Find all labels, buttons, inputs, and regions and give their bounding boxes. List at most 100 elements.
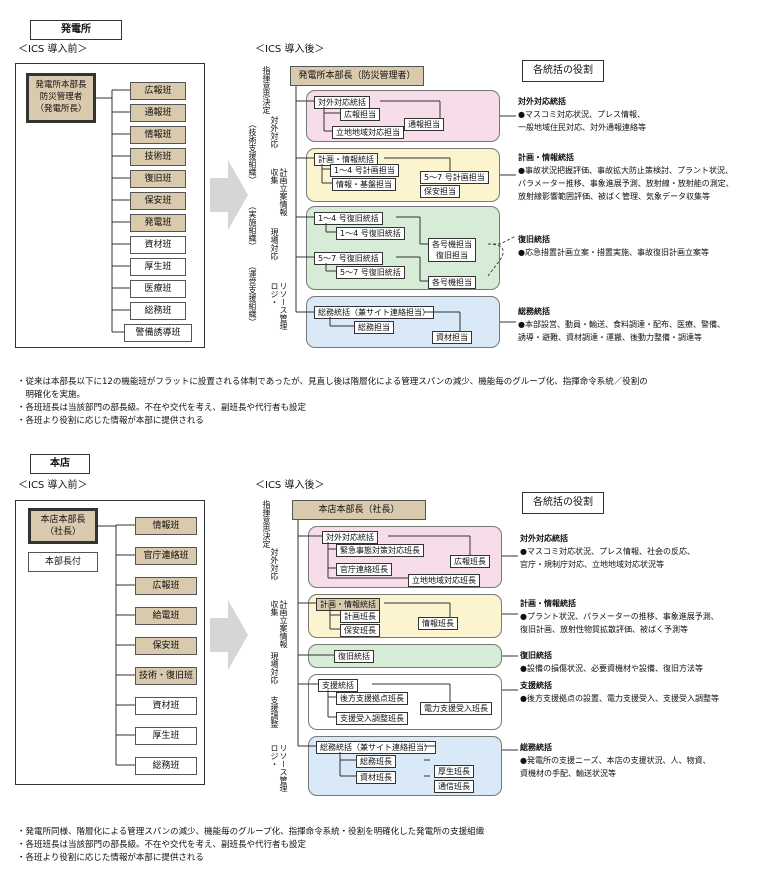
ho-label-support: 支援調整 — [270, 696, 279, 728]
role-title-ho: 各統括の役割 — [522, 492, 604, 514]
item-koho: 広報担当 — [340, 108, 380, 121]
ho-role-desc-field: ●設備の損傷状況、必要資機材や設備、復旧方法等 — [520, 664, 703, 673]
role-title-station: 各統括の役割 — [522, 60, 604, 82]
item-plan-57: 5～7 号計画担当 — [420, 171, 489, 184]
notes-station: ・従来は本部長以下に12の機能班がフラットに設置される体制であったが、見直し後は… — [17, 377, 648, 426]
label-external: 対外対応 — [270, 116, 279, 148]
ho-role-head-support: 支援統括 — [520, 681, 552, 690]
ho-item-kancho: 官庁連絡班長 — [336, 563, 392, 576]
team-hatsuden: 発電班 — [130, 214, 186, 232]
team-somu: 総務班 — [130, 302, 186, 320]
label-field: 現場対応 — [270, 228, 279, 260]
item-plan-14: 1～4 号計画担当 — [330, 164, 399, 177]
ho-item-denryoku: 電力支援受入班長 — [420, 702, 492, 715]
head-field-57: 5～7 号復旧統括 — [314, 252, 383, 265]
label-logistics: リソース管理ロジ・ — [270, 282, 288, 330]
ho-item-keikaku: 計画班長 — [340, 610, 380, 623]
role-desc-planning: ●事故状況把握評価、事故拡大防止策検討、プラント状況、 パラメーター推移、事象進… — [518, 166, 734, 201]
before-label: ＜ICS 導入前＞ — [18, 44, 88, 55]
team-keibi: 警備誘導班 — [124, 324, 192, 342]
notes-head-office: ・発電所同様、階層化による管理スパンの減少、機能毎のグループ化、指揮命令系統・役… — [17, 827, 485, 863]
ho-team-joho: 情報班 — [135, 517, 197, 535]
ho-role-desc-external: ●マスコミ対応状況、プレス情報、社会の反応、 官庁・規制庁対応、立地地域対応状況… — [520, 547, 695, 569]
ho-item-kosei: 厚生班長 — [434, 765, 474, 778]
label-tech: （技術支援組織） — [248, 120, 257, 184]
label-planning: 計画立案情報収集 — [270, 168, 288, 216]
ho-team-kancho: 官庁連絡班 — [135, 547, 197, 565]
transition-arrow — [210, 160, 248, 230]
label-ops: （運営支援組織） — [248, 262, 257, 326]
ho-role-head-planning: 計画・情報統括 — [520, 599, 576, 608]
sub-field-14: 1～4 号復旧統括 — [336, 227, 405, 240]
role-desc-logistics: ●本部設営、動員・輸送、食料調達・配布、医療、警備、 誘導・避難、資材調達・運搬… — [518, 320, 725, 342]
ho-head-external: 対外対応統括 — [322, 531, 378, 544]
item-joho-kiban: 情報・基盤担当 — [332, 178, 396, 191]
ho-item-shizai: 資材班長 — [356, 771, 396, 784]
ho-team-gijutsu: 技術・復旧班 — [135, 667, 197, 685]
label-command: 指揮意思決定 — [262, 66, 271, 114]
ho-item-somu: 総務班長 — [356, 755, 396, 768]
section-title-head-office: 本店 — [30, 454, 90, 474]
ho-team-somu: 総務班 — [135, 757, 197, 775]
head-field-14: 1～4 号復旧統括 — [314, 212, 383, 225]
team-fukkyu: 復旧班 — [130, 170, 186, 188]
ho-team-hoan: 保安班 — [135, 637, 197, 655]
team-hoan: 保安班 — [130, 192, 186, 210]
ho-head-logistics: 総務統括（兼サイト連絡担当） — [316, 741, 436, 754]
team-kosei: 厚生班 — [130, 258, 186, 276]
ho-label-field: 現場対応 — [270, 652, 279, 684]
role-head-planning: 計画・情報統括 — [518, 153, 574, 162]
ho-chief-box: 本店本部長 （社長） — [28, 508, 98, 544]
ho-team-koho: 広報班 — [135, 577, 197, 595]
sub-field-57: 5～7 号復旧統括 — [336, 266, 405, 279]
ho-label-command: 指揮意思決定 — [262, 500, 271, 548]
ho-role-head-field: 復旧統括 — [520, 651, 552, 660]
item-shizai: 資材担当 — [432, 331, 472, 344]
ho-head-field: 復旧統括 — [334, 650, 374, 663]
ho-role-desc-planning: ●プラント状況、パラメーターの推移、事象進展予測、 復旧計画、放射性物質拡散評価… — [520, 612, 719, 634]
ho-label-planning: 計画立案情報収集 — [270, 600, 288, 648]
role-head-external: 対外対応統括 — [518, 97, 566, 106]
ho-label-external: 対外対応 — [270, 548, 279, 580]
ho-chief-after: 本店本部長（社長） — [292, 500, 426, 520]
item-field-unit2: 各号機担当 — [428, 276, 476, 289]
ho-item-ritchi: 立地地域対応班長 — [408, 574, 480, 587]
ho-role-head-logistics: 総務統括 — [520, 743, 552, 752]
ho-role-desc-support: ●後方支援拠点の設置、電力支援受入、支援受入調整等 — [520, 694, 719, 703]
ho-team-kyuden: 給電班 — [135, 607, 197, 625]
after-label: ＜ICS 導入後＞ — [255, 44, 325, 55]
ho-item-hoan: 保安班長 — [340, 624, 380, 637]
ho-item-kinkyu: 緊急事態対策対応班長 — [336, 544, 424, 557]
role-desc-field: ●応急措置計画立案・措置実施、事故復旧計画立案等 — [518, 248, 709, 257]
item-field-unit: 各号機担当 復旧担当 — [428, 238, 476, 262]
ho-label-logistics: リソース管理ロジ・ — [270, 744, 288, 792]
after-label-ho: ＜ICS 導入後＞ — [255, 480, 325, 491]
ho-item-joho: 情報班長 — [418, 617, 458, 630]
ho-team-shizai: 資材班 — [135, 697, 197, 715]
ho-item-koho: 広報班長 — [450, 555, 490, 568]
ho-role-head-external: 対外対応統括 — [520, 534, 568, 543]
transition-arrow-ho — [210, 600, 248, 670]
station-chief-after: 発電所本部長（防災管理者） — [290, 66, 424, 86]
item-somu: 総務担当 — [354, 321, 394, 334]
team-iryo: 医療班 — [130, 280, 186, 298]
head-logistics: 総務統括（兼サイト連絡担当） — [314, 306, 434, 319]
label-impl: （実施組織） — [248, 202, 257, 250]
before-label-ho: ＜ICS 導入前＞ — [18, 480, 88, 491]
ho-head-support: 支援統括 — [318, 679, 358, 692]
before-org-frame — [15, 63, 205, 348]
item-ritchi: 立地地域対応担当 — [332, 126, 404, 139]
team-joho: 情報班 — [130, 126, 186, 144]
ho-item-ukeire: 支援受入調整班長 — [336, 712, 408, 725]
ho-role-desc-logistics: ●発電所の支援ニーズ、本店の支援状況、人、物資、 資機材の手配、輸送状況等 — [520, 756, 711, 778]
ho-team-kosei: 厚生班 — [135, 727, 197, 745]
item-tsuho: 通報担当 — [404, 118, 444, 131]
team-koho: 広報班 — [130, 82, 186, 100]
team-tsuho: 通報班 — [130, 104, 186, 122]
station-chief-box: 発電所本部長 防災管理者 （発電所長） — [26, 73, 96, 123]
role-head-logistics: 総務統括 — [518, 307, 550, 316]
item-hoan: 保安担当 — [420, 185, 460, 198]
role-head-field: 復旧統括 — [518, 235, 550, 244]
role-desc-external: ●マスコミ対応状況、プレス情報、 一般地域住民対応、対外通報連絡等 — [518, 110, 646, 132]
